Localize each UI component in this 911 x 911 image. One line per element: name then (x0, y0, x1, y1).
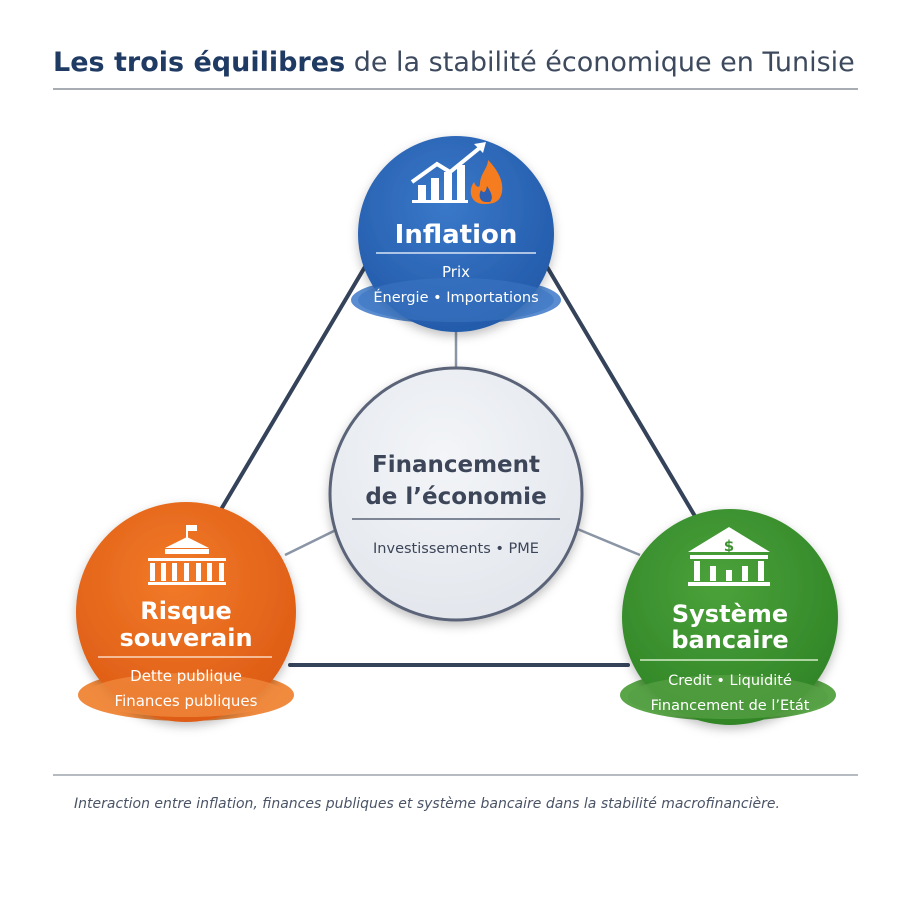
node-inflation[interactable]: Inflation Prix Énergie • Importations (351, 136, 561, 332)
inflation-line-1: Prix (442, 263, 470, 281)
chart-flame-icon (410, 142, 503, 204)
caption: Interaction entre inflation, finances pu… (74, 796, 780, 812)
title-rest: de la stabilité économique en Tunisie (345, 47, 855, 78)
triangle-edges (208, 253, 704, 667)
edge-right (538, 253, 704, 530)
node-risque-souverain[interactable]: Risque souverain Dette publique Finances… (76, 502, 296, 722)
risque-line-2: Finances publiques (115, 692, 258, 710)
bancaire-line-2: Financement de l’Etát (651, 698, 810, 714)
inflation-title: Inflation (395, 220, 518, 250)
risque-title-2: souverain (119, 624, 252, 652)
page-title: Les trois équilibres de la stabilité éco… (53, 47, 855, 78)
spoke-left (284, 526, 341, 557)
center-title-1: Financement (372, 452, 540, 478)
center-subtitle: Investissements • PME (373, 541, 539, 557)
government-building-icon (148, 525, 226, 585)
title-bold: Les trois équilibres (53, 47, 345, 78)
bancaire-title-2: bancaire (671, 626, 788, 654)
risque-title-1: Risque (140, 597, 232, 625)
inflation-line-2: Énergie • Importations (373, 289, 538, 306)
node-financement[interactable]: Financement de l’économie Investissement… (328, 366, 584, 622)
dollar-sign-icon: $ (724, 537, 734, 555)
center-title-2: de l’économie (365, 484, 546, 510)
bancaire-title-1: Système (672, 600, 788, 628)
bank-dollar-icon: $ (688, 527, 770, 586)
spoke-right (574, 526, 641, 557)
risque-line-1: Dette publique (130, 667, 242, 685)
bancaire-line-1: Credit • Liquidité (668, 673, 792, 689)
edge-left (208, 253, 374, 530)
node-systeme-bancaire[interactable]: $ Système bancaire Credit • Liquidité Fi… (620, 509, 838, 725)
